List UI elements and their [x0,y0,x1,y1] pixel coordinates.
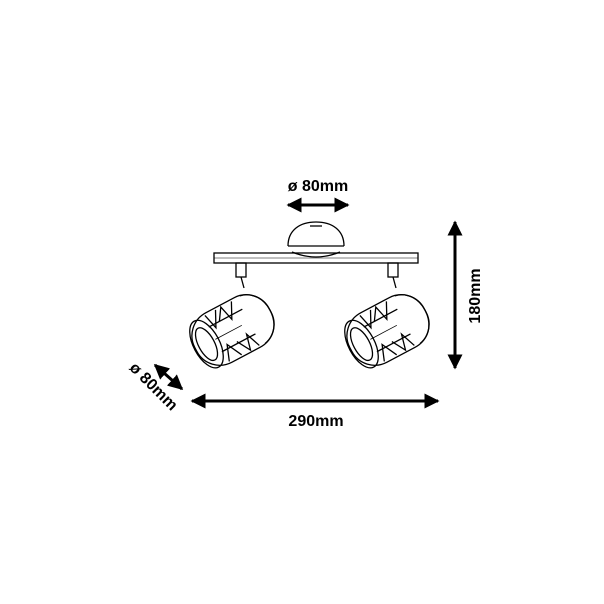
lamp-illustration [189,221,430,369]
mounting-bar [213,252,419,264]
right-spotlight [344,294,430,369]
width-label: 290mm [288,413,343,430]
right-arm [387,262,399,289]
ceiling-canopy [287,221,345,258]
spot-diameter-arrow [153,363,184,391]
left-arm [235,262,247,289]
spot-diameter-label: ø 80mm [126,359,181,414]
height-label: 180mm [467,268,484,323]
left-spotlight [189,294,275,369]
dimension-arrows [153,197,463,409]
canopy-diameter-label: ø 80mm [288,178,348,195]
